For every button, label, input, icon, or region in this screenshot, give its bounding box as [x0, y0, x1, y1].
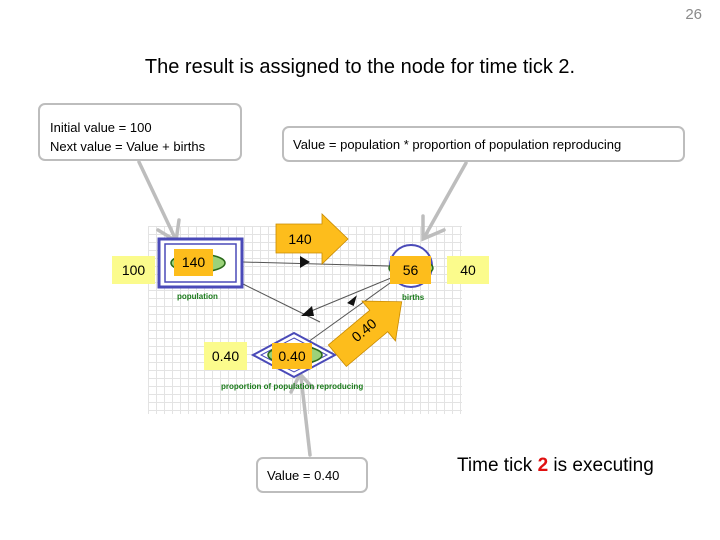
- population-prev-value: 100: [112, 256, 155, 284]
- callout-proportion-text: Value = 0.40: [267, 468, 340, 483]
- callout-population-line1: Initial value = 100: [50, 120, 152, 135]
- proportion-prev-value: 0.40: [204, 342, 247, 370]
- population-node-label: population: [177, 292, 218, 301]
- callout-pointer-births: [421, 161, 468, 242]
- link-arrowheads: [300, 256, 357, 316]
- proportion-node-label: proportion of population reproducing: [221, 382, 364, 391]
- time-tick-suffix: is executing: [548, 455, 654, 476]
- population-current-value: 140: [174, 249, 213, 276]
- time-tick-number: 2: [537, 455, 549, 476]
- callout-births: Value = population * proportion of popul…: [282, 126, 685, 162]
- link-lines: [242, 261, 398, 343]
- flow-arrow-from-proportion: [327, 300, 403, 367]
- callout-births-text: Value = population * proportion of popul…: [293, 137, 622, 152]
- flow-arrow-to-births-label: 140: [288, 231, 312, 247]
- time-tick-prefix: Time tick: [457, 455, 538, 476]
- callout-pointer-population: [137, 160, 181, 244]
- flow-arrow-to-births: [275, 213, 349, 265]
- slide-number: 26: [685, 6, 702, 23]
- callout-proportion: Value = 0.40: [256, 457, 368, 493]
- births-node-label: births: [402, 293, 425, 302]
- slide-title: The result is assigned to the node for t…: [144, 56, 576, 78]
- callout-population-line2: Next value = Value + births: [50, 139, 206, 154]
- time-tick-status: Time tick 2 is executing: [457, 455, 654, 477]
- proportion-current-value: 0.40: [272, 343, 312, 369]
- births-current-value: 56: [390, 256, 431, 284]
- callout-population: Initial value = 100 Next value = Value +…: [38, 103, 242, 161]
- births-prev-value: 40: [447, 256, 489, 284]
